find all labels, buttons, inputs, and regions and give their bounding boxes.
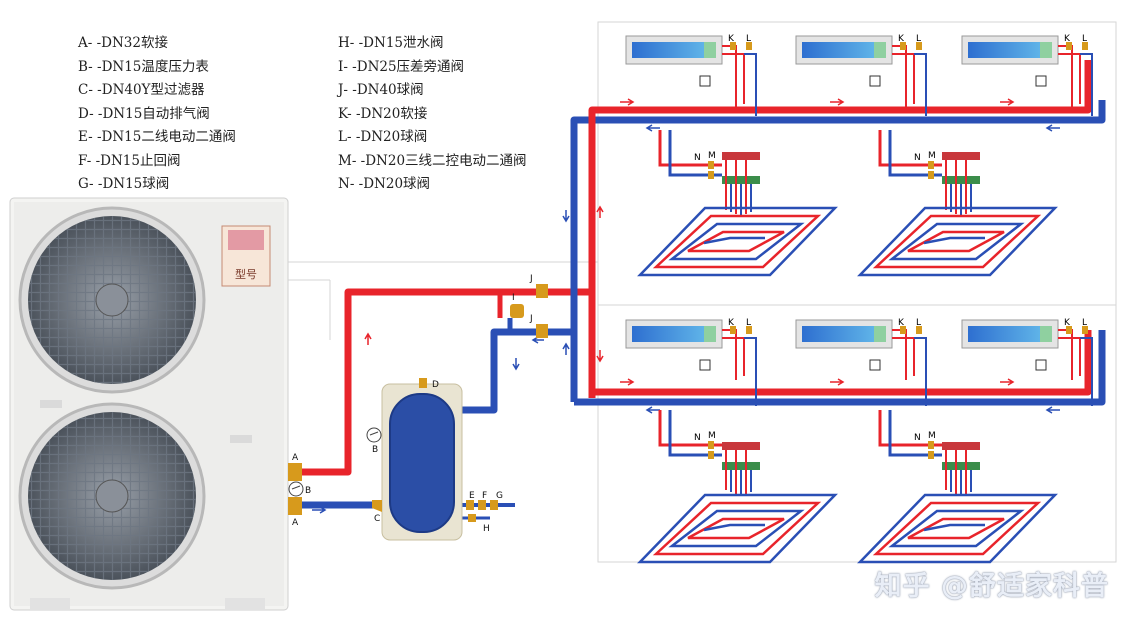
label-m: M xyxy=(928,151,936,161)
valves-main xyxy=(288,284,548,522)
legend-item-k: K- -DN20软接 xyxy=(338,105,428,122)
legend-left: A- -DN32软接 B- -DN15温度压力表 C- -DN40Y型过滤器 D… xyxy=(78,32,236,197)
floor-heating-zone: N M xyxy=(637,130,838,277)
label-j-bottom: J xyxy=(529,314,533,324)
legend-item-j: J- -DN40球阀 xyxy=(338,82,424,98)
label-c: C xyxy=(374,514,380,524)
legend-item-h: H- -DN15泄水阀 xyxy=(338,35,444,51)
label-d: D xyxy=(432,380,439,390)
fan-coil-unit: K L xyxy=(961,34,1093,116)
fan-coil-unit: K L xyxy=(625,34,757,116)
fan-coil-row-top: K L K L K L xyxy=(625,34,1093,116)
label-k: K xyxy=(898,34,905,44)
watermark: 知乎 @舒适家科普 xyxy=(874,571,1109,602)
label-n: N xyxy=(914,433,921,443)
legend-item-c: C- -DN40Y型过滤器 xyxy=(78,82,205,98)
label-i: I xyxy=(512,293,515,303)
label-l: L xyxy=(746,34,751,44)
legend-item-m: M- -DN20三线二控电动二通阀 xyxy=(338,152,527,169)
fan-coil-unit: K L xyxy=(795,318,927,406)
buffer-tank xyxy=(366,378,463,541)
label-f: F xyxy=(482,491,487,501)
fan-coil-unit: K L xyxy=(961,318,1093,406)
label-j-top: J xyxy=(529,274,533,284)
label-k: K xyxy=(728,318,735,328)
sticker-text: 型号 xyxy=(235,267,257,281)
label-m: M xyxy=(708,151,716,161)
fan-bottom xyxy=(18,402,206,590)
label-g: G xyxy=(496,491,503,501)
label-k: K xyxy=(1064,318,1071,328)
legend-item-b: B- -DN15温度压力表 xyxy=(78,58,209,75)
legend-item-l: L- -DN20球阀 xyxy=(338,129,428,145)
label-m: M xyxy=(708,431,716,441)
outdoor-unit: 型号 xyxy=(9,197,289,611)
label-l: L xyxy=(1082,318,1087,328)
fan-top xyxy=(18,206,206,394)
label-a-return: A xyxy=(292,518,299,528)
legend-item-i: I- -DN25压差旁通阀 xyxy=(338,58,465,75)
legend-right: H- -DN15泄水阀 I- -DN25压差旁通阀 J- -DN40球阀 K- … xyxy=(338,32,527,197)
legend-item-d: D- -DN15自动排气阀 xyxy=(78,105,210,122)
legend-item-e: E- -DN15二线电动二通阀 xyxy=(78,129,236,145)
label-n: N xyxy=(694,433,701,443)
floor-heating-zone: N M xyxy=(857,130,1058,277)
fan-coil-unit: K L xyxy=(625,318,757,406)
fan-coil-unit: K L xyxy=(795,34,927,116)
label-e: E xyxy=(469,491,475,501)
label-l: L xyxy=(1082,34,1087,44)
flow-arrows xyxy=(312,98,1060,514)
label-n: N xyxy=(694,153,701,163)
legend-item-a: A- -DN32软接 xyxy=(78,35,168,51)
label-h: H xyxy=(483,524,490,534)
label-m: M xyxy=(928,431,936,441)
fan-coil-row-bottom: K L K L K L xyxy=(625,318,1093,406)
legend-item-n: N- -DN20球阀 xyxy=(338,176,431,192)
label-k: K xyxy=(898,318,905,328)
floor-heating-zone: N M xyxy=(857,410,1058,564)
label-k: K xyxy=(1064,34,1071,44)
legend-item-f: F- -DN15止回阀 xyxy=(78,152,181,169)
label-k: K xyxy=(728,34,735,44)
legend-item-g: G- -DN15球阀 xyxy=(78,176,170,192)
label-a-supply: A xyxy=(292,453,299,463)
floor-heating-zone: N M xyxy=(637,410,838,564)
label-n: N xyxy=(914,153,921,163)
label-l: L xyxy=(746,318,751,328)
label-l: L xyxy=(916,34,921,44)
label-b-outdoor: B xyxy=(305,486,311,496)
label-b-tank: B xyxy=(372,445,378,455)
label-l: L xyxy=(916,318,921,328)
